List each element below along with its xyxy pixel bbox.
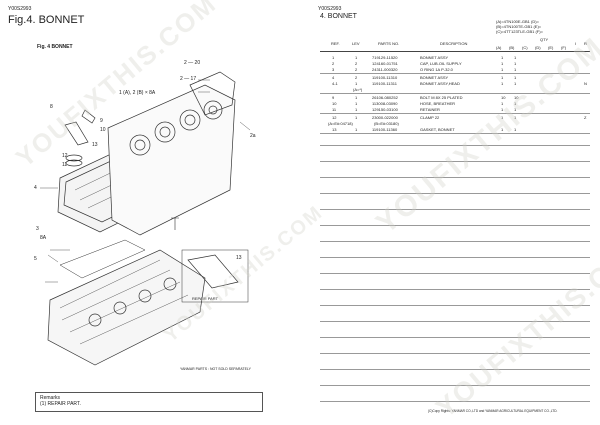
header-f: (F)	[561, 45, 567, 50]
callout-17: 2 — 17	[180, 76, 197, 82]
empty-row-rule	[320, 225, 590, 226]
empty-row-rule	[320, 401, 590, 402]
table-row: (A=*)	[353, 87, 363, 92]
empty-row-rule	[320, 321, 590, 322]
header-a: (A)	[496, 45, 502, 50]
empty-row-rule	[320, 145, 590, 146]
empty-row-rule	[320, 369, 590, 370]
callout-9: 9	[100, 118, 103, 124]
remarks-box: Remarks (1) REPAIR PART.	[35, 392, 263, 412]
empty-row-rule	[320, 209, 590, 210]
section-title: 4. BONNET	[320, 13, 357, 20]
empty-row-rule	[320, 193, 590, 194]
callout-2a: 2a	[250, 133, 256, 139]
doc-id: Y00S2993	[8, 6, 32, 12]
figure-subtitle: Fig. 4 BONNET	[37, 44, 73, 50]
model-variants: (A)=4TN100E-GB1 (D)= (B)=4TN100TE-GB1 (E…	[496, 19, 543, 34]
callout-13-repair: 13	[236, 255, 242, 261]
callout-8: 8	[50, 104, 53, 110]
header-b: (B)	[509, 45, 515, 50]
empty-row-rule	[320, 241, 590, 242]
row-rule	[320, 113, 590, 114]
empty-row-rule	[320, 337, 590, 338]
row-rule	[320, 133, 590, 134]
header-qty: QTY	[540, 37, 549, 42]
remarks-item: (1) REPAIR PART.	[40, 401, 81, 407]
callout-11: 11	[62, 162, 68, 168]
table-row: (A=E#:04718)(B=E#:03180)	[328, 121, 399, 126]
header-c: (C)	[522, 45, 528, 50]
header-d: (D)	[535, 45, 541, 50]
header-lev: LEV	[352, 41, 360, 46]
empty-row-rule	[320, 305, 590, 306]
header-e: (E)	[548, 45, 554, 50]
empty-row-rule	[320, 177, 590, 178]
repair-part-label: REPAIR PART	[192, 296, 219, 301]
header-r: R	[584, 41, 587, 46]
variant-line: (A)=4TN100E-GB1 (D)=	[496, 19, 539, 24]
diagram-page: Y00S2993 Fig.4. BONNET Fig. 4 BONNET	[0, 0, 300, 424]
empty-row-rule	[320, 385, 590, 386]
header-description: DESCRIPTION	[440, 41, 468, 46]
callout-5: 5	[34, 256, 37, 262]
callout-4: 4	[34, 185, 37, 191]
callout-8a: 8A	[40, 235, 47, 241]
empty-row-rule	[320, 161, 590, 162]
header-i: I	[575, 41, 577, 46]
figure-title: Fig.4. BONNET	[8, 14, 85, 26]
header-ref: REF.	[331, 41, 340, 46]
remarks-title: Remarks	[40, 395, 61, 401]
empty-row-rule	[320, 353, 590, 354]
callout-20: 2 — 20	[184, 60, 201, 66]
callout-12: 12	[62, 153, 68, 159]
callout-13: 13	[92, 142, 98, 148]
header-parts-no: PARTS NO.	[378, 41, 400, 46]
empty-row-rule	[320, 289, 590, 290]
callout-10: 10	[100, 127, 106, 133]
variant-line: (B)=4TN100TE-GB1 (E)=	[496, 24, 542, 29]
row-rule	[320, 93, 590, 94]
doc-id: Y00S2993	[318, 6, 342, 12]
callout-bolts: 1 (A), 2 (B) × 8A	[119, 90, 156, 96]
empty-row-rule	[320, 257, 590, 258]
header-rule	[320, 51, 590, 52]
not-sold-note: YANMAR PARTS : NOT SOLD SEPARATELY	[180, 367, 251, 371]
exploded-parts-diagram	[40, 71, 251, 366]
variant-line: (C)=4TT123TLE-GB1 (F)=	[496, 29, 543, 34]
copyright-note: (C)Copy Rights: YANMAR CO.,LTD and YANMA…	[428, 409, 558, 413]
empty-row-rule	[320, 273, 590, 274]
row-rule	[320, 73, 590, 74]
callout-3: 3	[36, 226, 39, 232]
